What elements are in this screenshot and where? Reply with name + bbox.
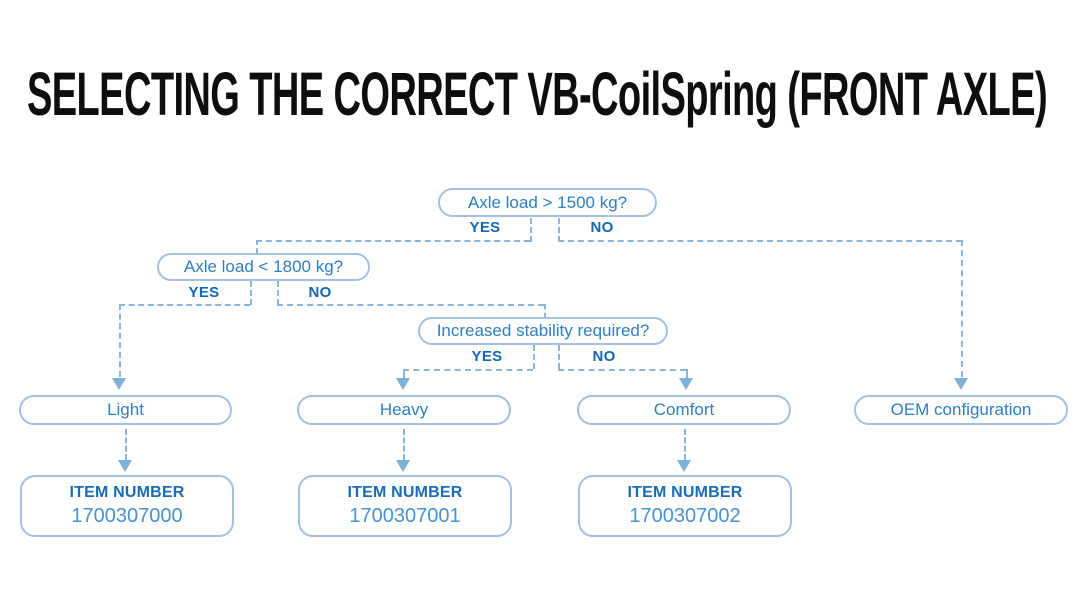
connector-d1-yes-horizontal: [256, 240, 530, 242]
outcome-oem-configuration-label: OEM configuration: [890, 400, 1032, 419]
item-number-heading: ITEM NUMBER: [627, 484, 743, 501]
arrow-to-comfort-icon: [679, 378, 693, 390]
arrow-to-oem-icon: [954, 378, 968, 390]
connector-d1-stub-right: [558, 218, 560, 242]
connector-d3-stub-left: [533, 345, 535, 369]
item-number-value: 1700307001: [349, 505, 461, 527]
decision2-no-label: NO: [308, 284, 332, 301]
arrow-to-heavy-icon: [396, 378, 410, 390]
outcome-oem-configuration: OEM configuration: [854, 395, 1068, 425]
connector-d1-no-drop: [961, 240, 963, 377]
decision-increased-stability: Increased stability required?: [418, 317, 668, 345]
decision-axle-load-1800: Axle load < 1800 kg?: [157, 253, 370, 281]
connector-d2-stub-right: [277, 281, 279, 305]
arrow-light-item-icon: [118, 460, 132, 472]
outcome-comfort-label: Comfort: [653, 400, 715, 419]
arrow-to-light-icon: [112, 378, 126, 390]
item-box-light: ITEM NUMBER 1700307000: [20, 475, 234, 537]
outcome-comfort: Comfort: [577, 395, 791, 425]
item-number-value: 1700307002: [629, 505, 741, 527]
decision1-no-label: NO: [590, 219, 614, 236]
connector-d3-yes-horizontal: [403, 369, 533, 371]
arrow-comfort-item-icon: [677, 460, 691, 472]
page-title-container: SELECTING THE CORRECT VB-CoilSpring (FRO…: [27, 62, 1048, 128]
decision-axle-load-1800-question: Axle load < 1800 kg?: [183, 257, 344, 276]
decision-axle-load-1500-question: Axle load > 1500 kg?: [467, 192, 628, 212]
connector-d1-yes-drop: [256, 240, 258, 253]
page-title: SELECTING THE CORRECT VB-CoilSpring (FRO…: [27, 62, 1047, 128]
connector-d3-yes-drop: [403, 369, 405, 378]
outcome-heavy-label: Heavy: [379, 400, 429, 419]
outcome-light-label: Light: [107, 400, 144, 419]
connector-d3-no-horizontal: [558, 369, 686, 371]
item-box-comfort: ITEM NUMBER 1700307002: [578, 475, 792, 537]
decision1-yes-label: YES: [469, 219, 501, 236]
connector-heavy-to-item: [403, 429, 405, 460]
item-number-value: 1700307000: [71, 505, 183, 527]
outcome-heavy: Heavy: [297, 395, 511, 425]
connector-d2-no-drop: [544, 304, 546, 318]
decision3-yes-label: YES: [471, 348, 503, 365]
outcome-light: Light: [19, 395, 232, 425]
connector-d2-yes-drop: [119, 304, 121, 377]
connector-d3-stub-right: [558, 345, 560, 369]
connector-d1-stub-left: [530, 218, 532, 242]
arrow-heavy-item-icon: [396, 460, 410, 472]
connector-d3-no-drop: [686, 369, 688, 378]
connector-d1-no-horizontal: [558, 240, 962, 242]
decision-axle-load-1500: Axle load > 1500 kg?: [438, 188, 657, 217]
connector-d2-yes-horizontal: [119, 304, 250, 306]
item-number-heading: ITEM NUMBER: [347, 484, 463, 501]
connector-comfort-to-item: [684, 429, 686, 460]
item-number-heading: ITEM NUMBER: [69, 484, 185, 501]
decision2-yes-label: YES: [188, 284, 220, 301]
item-box-heavy: ITEM NUMBER 1700307001: [298, 475, 512, 537]
decision-increased-stability-question: Increased stability required?: [436, 321, 650, 340]
connector-d2-stub-left: [250, 281, 252, 305]
connector-light-to-item: [125, 429, 127, 460]
connector-d2-no-horizontal: [277, 304, 544, 306]
decision3-no-label: NO: [592, 348, 616, 365]
